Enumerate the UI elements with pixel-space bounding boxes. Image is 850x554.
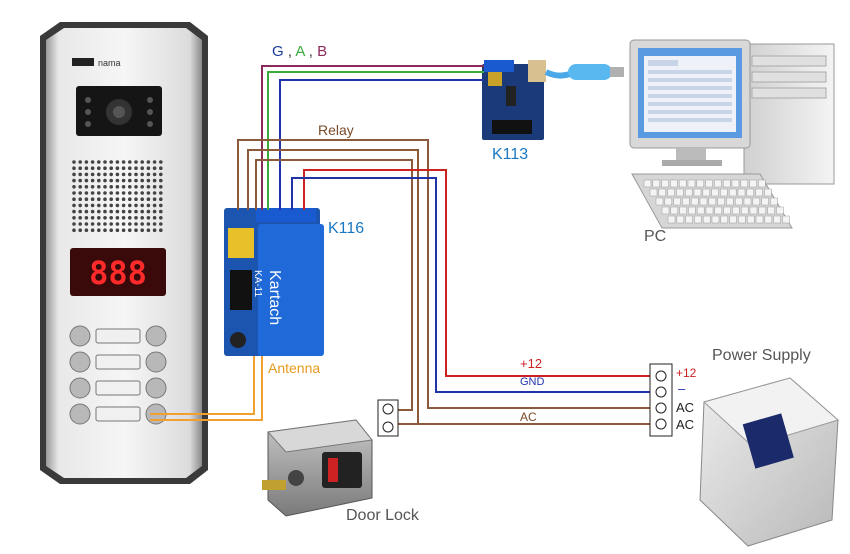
wire-g-blue [279, 79, 484, 210]
module-brand: Kartach [266, 270, 283, 325]
name-plate-3 [95, 380, 141, 396]
antenna-label: Antenna [268, 360, 321, 376]
terminal-ac1-label: AC [676, 400, 695, 415]
label-g: G [272, 43, 284, 60]
wire-antenna-2 [150, 356, 263, 421]
terminal-ac2-label: AC [676, 417, 695, 432]
display-digits: 888 [89, 254, 147, 292]
call-button-left-1 [69, 325, 91, 347]
door-lock-label: Door Lock [346, 507, 419, 524]
label-comma-1: , [283, 43, 296, 60]
power-supply-label: Power Supply [712, 347, 811, 364]
wire-b [261, 65, 484, 210]
name-plate-2 [95, 354, 141, 370]
name-plate-1 [95, 328, 141, 344]
wire-plus12 [303, 169, 652, 377]
wires [150, 65, 652, 425]
call-button-right-1 [145, 325, 167, 347]
door-lock-icon [262, 399, 399, 517]
usb-cable-icon [544, 64, 624, 80]
call-button-left-4 [69, 403, 91, 425]
call-button-right-2 [145, 351, 167, 373]
ac-wire-label: AC [520, 410, 537, 424]
wire-gnd [291, 177, 652, 393]
speaker-grille [72, 160, 163, 232]
name-plate-4 [95, 406, 141, 422]
call-button-left-2 [69, 351, 91, 373]
call-button-right-3 [145, 377, 167, 399]
panel-brand-text: nama [98, 58, 121, 68]
terminal-minus-label: – [678, 381, 686, 396]
wire-a [267, 71, 484, 210]
pc-label: PC [644, 228, 667, 245]
wire-antenna-1 [150, 356, 255, 415]
wire-relay-1 [237, 139, 652, 409]
k113-label: K113 [492, 146, 529, 163]
k113-board [482, 60, 546, 140]
power-terminal-block [649, 363, 673, 437]
brand-logo [72, 58, 94, 66]
wire-relay-3 [255, 159, 413, 411]
intercom-panel: nama 888 [40, 22, 208, 484]
digit-display [70, 248, 166, 296]
module-model: KA-11 [252, 270, 263, 297]
power-supply-icon [699, 377, 840, 547]
k116-label: K116 [328, 220, 365, 237]
pc-icon [629, 39, 835, 229]
k116-board: Kartach KA-11 [224, 208, 324, 356]
label-b: B [317, 43, 328, 60]
call-button-left-3 [69, 377, 91, 399]
gab-label: G , A , B [272, 43, 327, 60]
label-comma-2: , [304, 43, 318, 60]
label-a: A [295, 43, 305, 60]
terminal-plus12-label: +12 [676, 366, 697, 380]
relay-label: Relay [318, 122, 354, 138]
gnd-wire-label: GND [520, 376, 545, 388]
plus12-wire-label: +12 [520, 356, 543, 371]
